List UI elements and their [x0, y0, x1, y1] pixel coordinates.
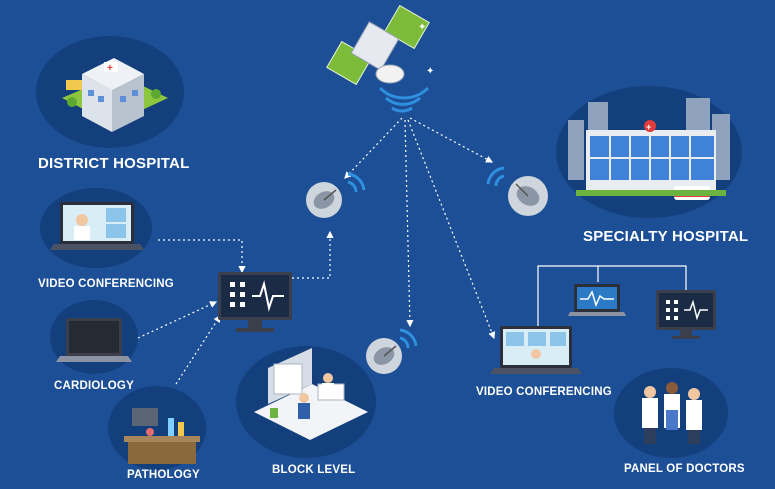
specialty-device-tree — [537, 265, 687, 326]
link-satellite-right-dish — [409, 117, 494, 163]
svg-text:✦: ✦ — [426, 66, 434, 77]
satellite-icon: ✦ ✦ — [326, 4, 434, 86]
block-level-label: BLOCK LEVEL — [272, 464, 356, 476]
laptop-video-call-icon-left — [50, 202, 144, 250]
ecg-monitor-icon-specialty — [656, 290, 716, 339]
satellite-dish-icon-right — [508, 176, 548, 216]
laptop-video-call-icon-right — [490, 326, 582, 374]
link-video-to-monitor — [158, 239, 246, 274]
lab-bench-icon — [124, 408, 200, 464]
svg-text:+: + — [646, 122, 651, 132]
link-pathology-to-monitor — [175, 314, 221, 385]
laptop-icon — [56, 318, 132, 362]
city-hospital-icon: + — [568, 98, 730, 200]
cardiology-label: CARDIOLOGY — [54, 380, 134, 392]
ecg-monitor-icon-small — [568, 284, 626, 316]
panel-of-doctors-label: PANEL OF DOCTORS — [624, 463, 745, 475]
video-conferencing-left-label: VIDEO CONFERENCING — [38, 278, 174, 290]
link-satellite-block-dish — [404, 119, 414, 328]
wifi-signal-icon-block — [399, 328, 418, 349]
svg-text:✦: ✦ — [418, 22, 426, 33]
video-conferencing-right-label: VIDEO CONFERENCING — [476, 386, 612, 398]
hospital-building-icon: + — [62, 58, 168, 132]
satellite-dish-icon-left — [306, 182, 342, 218]
link-satellite-right-laptop — [407, 119, 496, 340]
link-satellite-left-dish — [344, 117, 403, 179]
clinic-room-icon — [254, 348, 368, 440]
svg-text:+: + — [107, 63, 113, 74]
specialty-hospital-label: SPECIALTY HOSPITAL — [583, 228, 749, 245]
satellite-signal-icon — [378, 86, 430, 113]
wifi-signal-icon-left — [347, 172, 366, 193]
link-cardiology-to-monitor — [137, 301, 218, 339]
wifi-signal-icon-right — [486, 166, 505, 187]
pathology-label: PATHOLOGY — [127, 469, 200, 481]
doctors-group-icon — [642, 382, 702, 444]
satellite-dish-icon-block — [366, 338, 402, 374]
district-hospital-label: DISTRICT HOSPITAL — [38, 155, 190, 172]
link-monitor-to-dish — [292, 230, 334, 279]
ecg-monitor-icon-district — [218, 272, 292, 332]
